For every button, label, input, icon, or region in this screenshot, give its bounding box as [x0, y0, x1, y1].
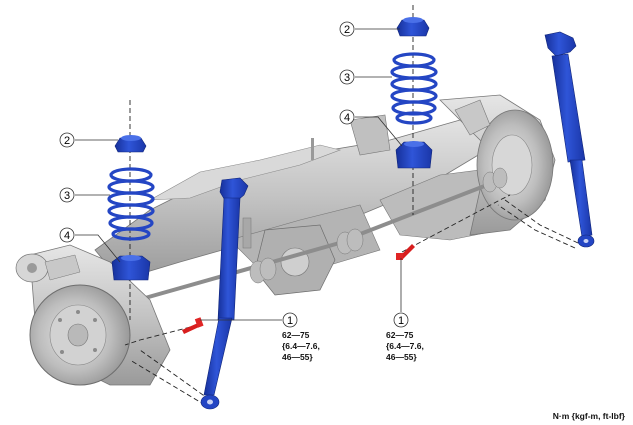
callout-left-2: 2 — [59, 132, 75, 148]
svg-text:4: 4 — [64, 230, 70, 242]
left-upper-spring-seat — [114, 135, 147, 153]
drive-shafts — [144, 167, 508, 300]
torque-unit-label: N·m {kgf-m, ft-lbf} — [552, 411, 625, 421]
torque-spec-right: 62—75 {6.4—7.6, 46—55} — [386, 330, 424, 363]
svg-text:1: 1 — [398, 315, 404, 327]
callout-right-4: 4 — [339, 109, 355, 125]
torque-kgfm: {6.4—7.6, — [386, 341, 424, 351]
right-shock-absorber — [544, 31, 595, 248]
svg-text:2: 2 — [344, 24, 350, 36]
callout-left-4: 4 — [59, 227, 75, 243]
torque-nm: 62—75 — [282, 330, 310, 340]
rear-subframe — [94, 94, 556, 296]
callout-bolt-left-1: 1 — [282, 312, 298, 328]
right-shock-bolt — [396, 244, 415, 260]
torque-spec-left: 62—75 {6.4—7.6, 46—55} — [282, 330, 320, 363]
svg-text:1: 1 — [287, 315, 293, 327]
svg-text:2: 2 — [64, 135, 70, 147]
callout-bolt-right-1: 1 — [393, 312, 409, 328]
svg-text:3: 3 — [344, 72, 350, 84]
torque-ftlbf: 46—55} — [282, 352, 313, 362]
left-lower-spring-seat — [111, 255, 151, 281]
torque-kgfm: {6.4—7.6, — [282, 341, 320, 351]
right-coil-spring — [390, 52, 438, 125]
left-shock-absorber — [200, 177, 249, 410]
svg-text:3: 3 — [64, 190, 70, 202]
svg-text:4: 4 — [344, 112, 350, 124]
callout-right-2: 2 — [339, 21, 355, 37]
torque-nm: 62—75 — [386, 330, 414, 340]
right-upper-spring-seat — [396, 17, 430, 37]
leader-lines — [75, 28, 403, 321]
callout-left-3: 3 — [59, 187, 75, 203]
left-coil-spring — [107, 167, 155, 241]
torque-ftlbf: 46—55} — [386, 352, 417, 362]
right-lower-spring-seat — [395, 141, 433, 169]
callout-right-3: 3 — [339, 69, 355, 85]
left-brake-disc — [15, 244, 171, 386]
